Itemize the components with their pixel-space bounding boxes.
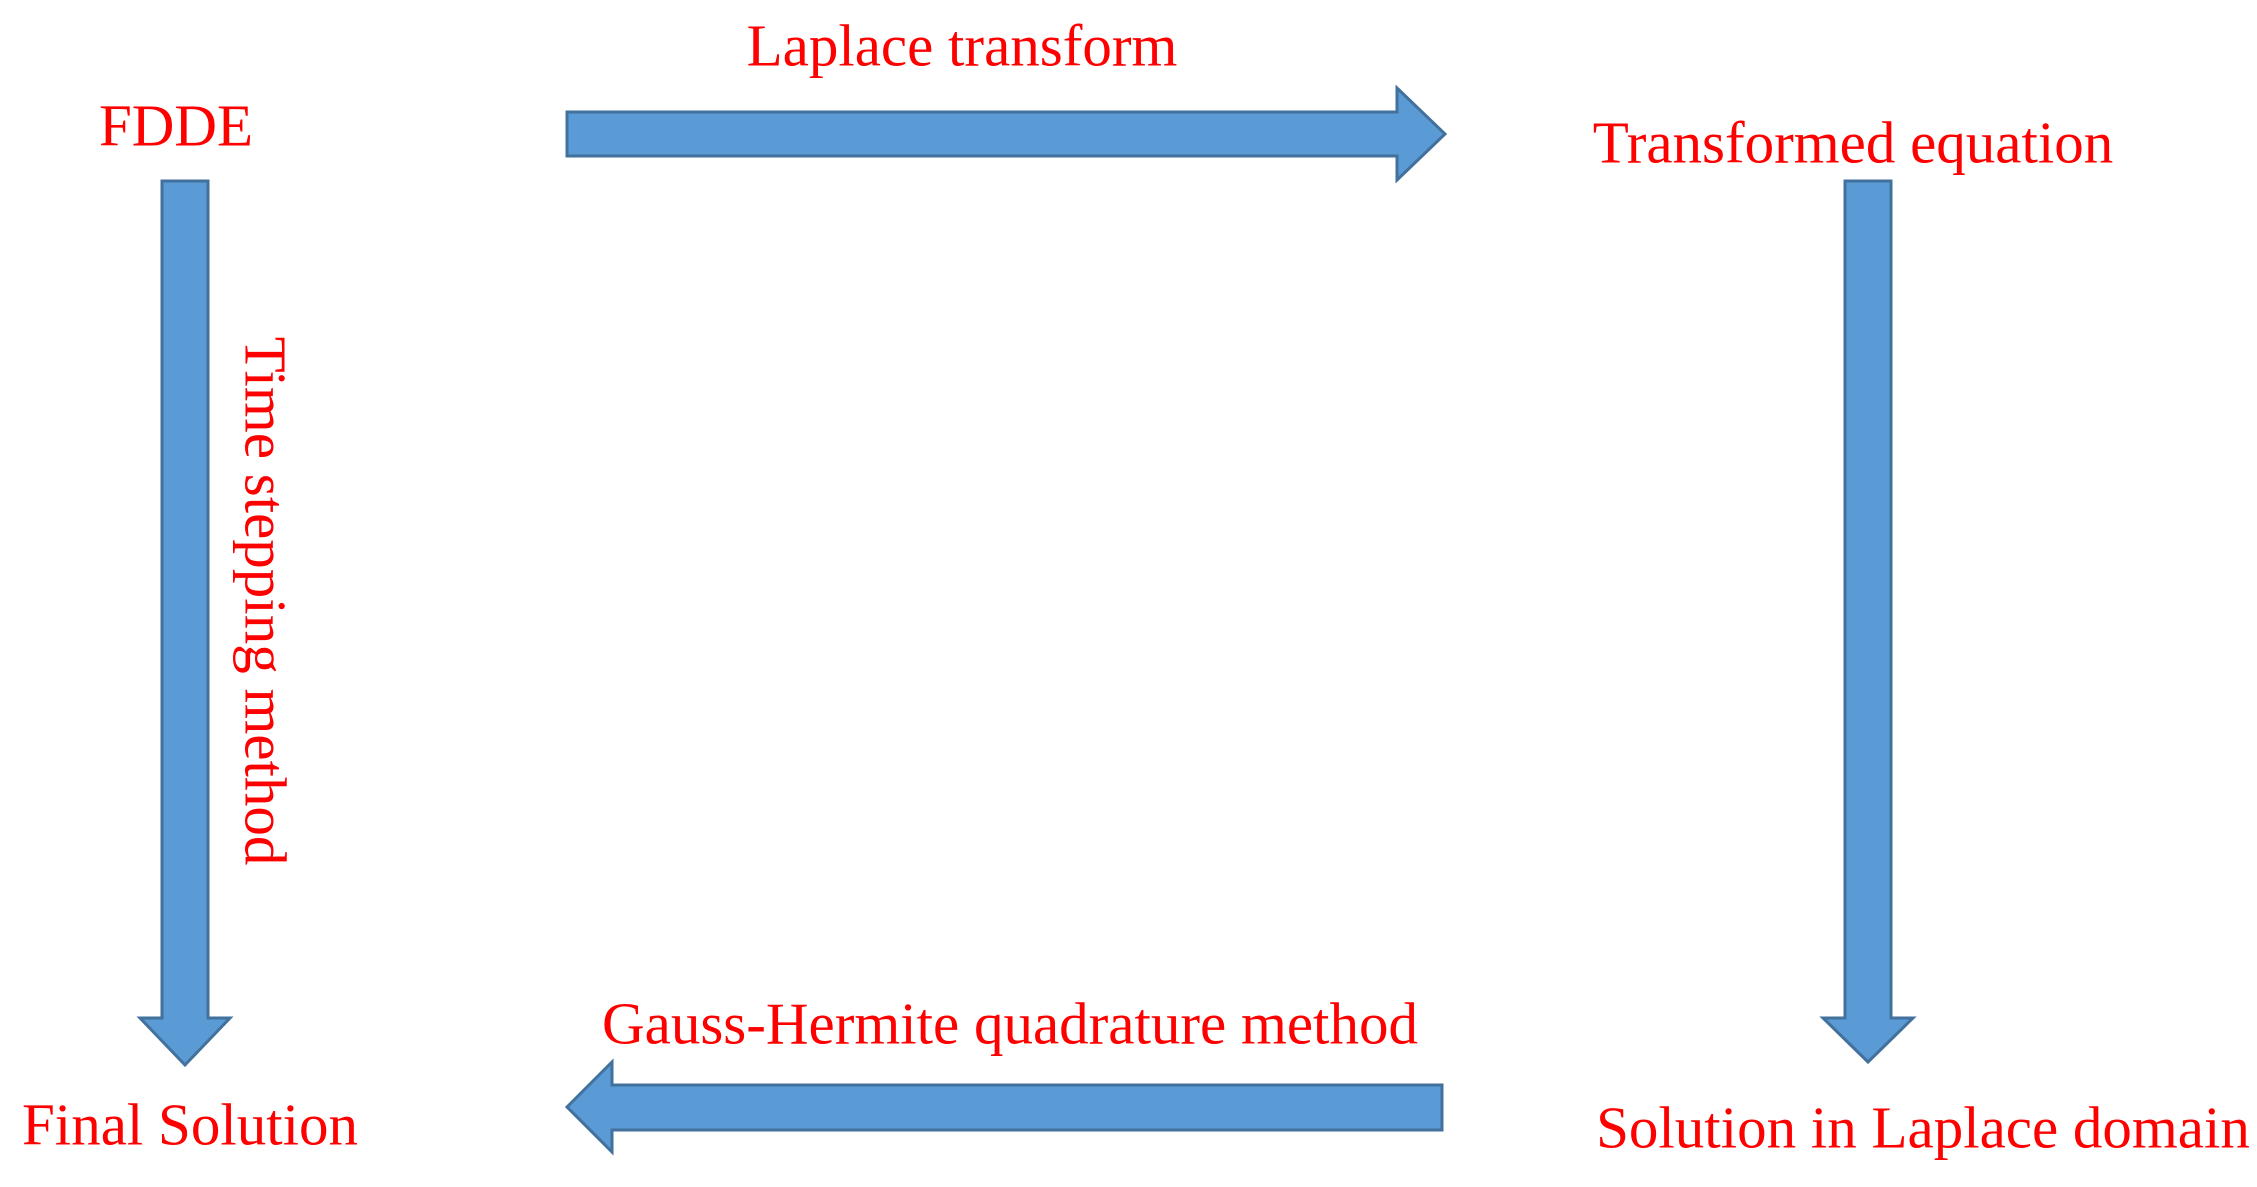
arrow-right-laplace-transform	[565, 84, 1448, 184]
arrow-down-left-shape	[136, 179, 234, 1068]
arrow-down-right-side	[1819, 179, 1917, 1065]
arrow-down-left-side	[136, 179, 234, 1068]
arrow-down-right-shape	[1819, 179, 1917, 1065]
node-fdde: FDDE	[98, 92, 254, 159]
edge-label-laplace-transform: Laplace transform	[746, 12, 1178, 79]
arrow-left-gauss-hermite	[564, 1058, 1444, 1156]
arrow-left-shape	[564, 1058, 1444, 1156]
node-transformed-equation: Transformed equation	[1592, 109, 2114, 176]
node-final-solution: Final Solution	[21, 1091, 359, 1158]
node-solution-in-laplace-domain: Solution in Laplace domain	[1596, 1094, 2250, 1161]
arrow-right-shape	[565, 84, 1448, 184]
edge-label-time-stepping: Time stepping method	[232, 336, 299, 866]
edge-label-gauss-hermite: Gauss-Hermite quadrature method	[602, 990, 1418, 1057]
